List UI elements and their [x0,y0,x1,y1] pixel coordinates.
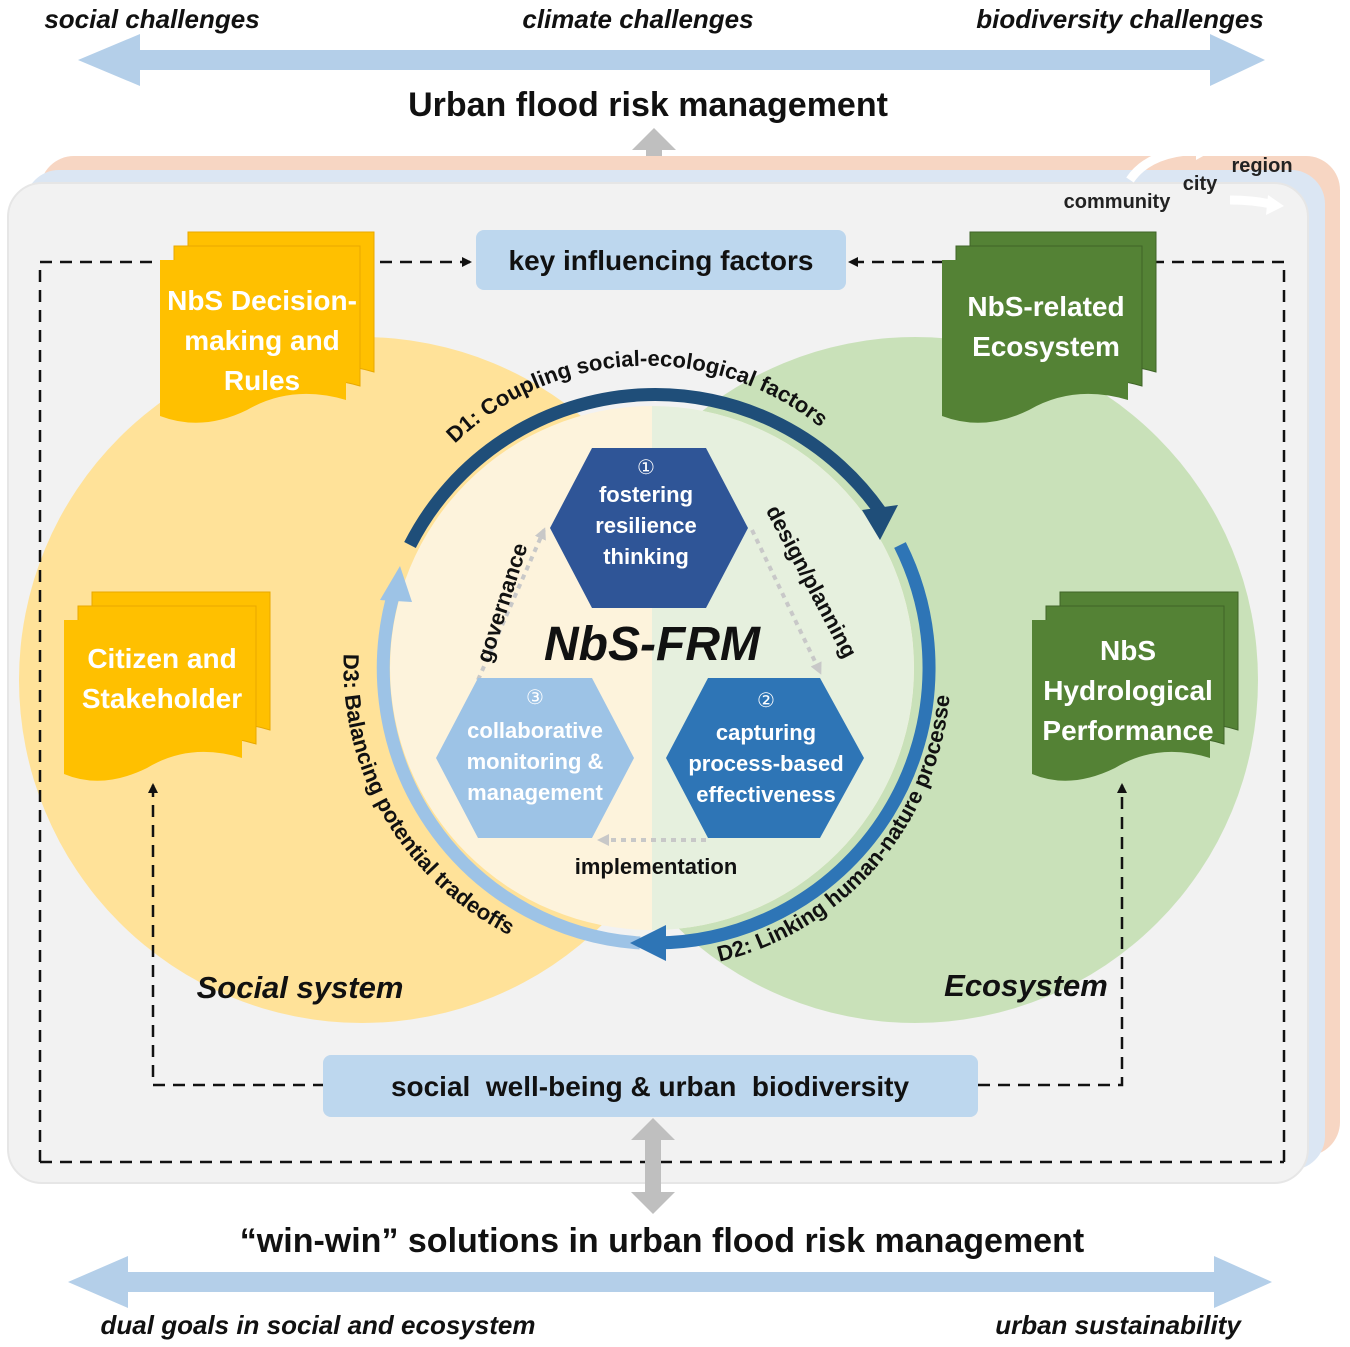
bottom-double-arrow [68,1256,1272,1308]
top-double-arrow [78,34,1265,86]
social-challenges-label: social challenges [44,4,259,34]
wellbeing-label: social well-being & urban biodiversity [391,1071,910,1102]
cycle-arcs [376,388,936,950]
scale-city-label: city [1183,173,1218,195]
key-factors-box [476,230,846,290]
citizen-doc-line1: Citizen and [87,643,236,674]
ecosystem-doc-line2: Ecosystem [972,331,1120,362]
dual-goals-label: dual goals in social and ecosystem [101,1310,536,1340]
d3-arrowhead [380,566,412,602]
bottom-vertical-arrow [631,1118,675,1214]
decision-rules-doc [160,231,375,423]
hexagon-resilience [550,448,748,608]
hex3-line1: collaborative [467,718,603,743]
decision-doc-line1: NbS Decision- [167,285,357,316]
center-title: NbS-FRM [544,618,761,671]
wellbeing-box [323,1055,978,1117]
hex1-number: ① [637,457,655,479]
biodiversity-challenges-label: biodiversity challenges [976,4,1264,34]
scale-community-label: community [1064,191,1172,213]
climate-challenges-label: climate challenges [522,4,753,34]
scale-arrows-icon [1126,140,1284,215]
hex2-number: ② [757,690,775,712]
hex1-line3: thinking [603,544,689,569]
social-system-label: Social system [197,970,404,1005]
hydro-doc-line2: Hydrological [1043,675,1213,706]
decision-doc-line3: Rules [224,365,300,396]
hex1-line1: fostering [599,482,693,507]
d1-arrowhead [862,505,898,540]
triangle-dotted-arrows [476,527,822,846]
win-win-title: “win-win” solutions in urban flood risk … [240,1222,1084,1260]
hex1-line2: resilience [595,513,697,538]
hex2-line1: capturing [716,720,816,745]
decision-doc-line2: making and [184,325,340,356]
key-factors-label: key influencing factors [509,245,814,276]
hexagon-effectiveness [666,678,864,838]
implementation-label: implementation [575,854,738,879]
ecosystem-doc-line1: NbS-related [967,291,1124,322]
hex2-line2: process-based [688,751,843,776]
citizen-doc-line2: Stakeholder [82,683,242,714]
ecosystem-label: Ecosystem [944,968,1108,1003]
hex2-line3: effectiveness [696,782,835,807]
nbs-ecosystem-doc [942,231,1157,423]
d2-arrowhead [630,925,666,961]
scale-region-label: region [1231,155,1292,177]
hex3-number: ③ [526,687,544,709]
hexagon-monitoring [436,678,634,838]
hydro-doc-line1: NbS [1100,635,1156,666]
hydro-doc-line3: Performance [1042,715,1213,746]
citizen-stakeholder-doc [64,591,271,781]
hex3-line2: monitoring & [467,749,604,774]
hydrological-performance-doc [1032,591,1239,781]
hex3-line3: management [467,780,603,805]
urban-sustainability-label: urban sustainability [995,1310,1242,1340]
urban-flood-title: Urban flood risk management [408,86,888,124]
